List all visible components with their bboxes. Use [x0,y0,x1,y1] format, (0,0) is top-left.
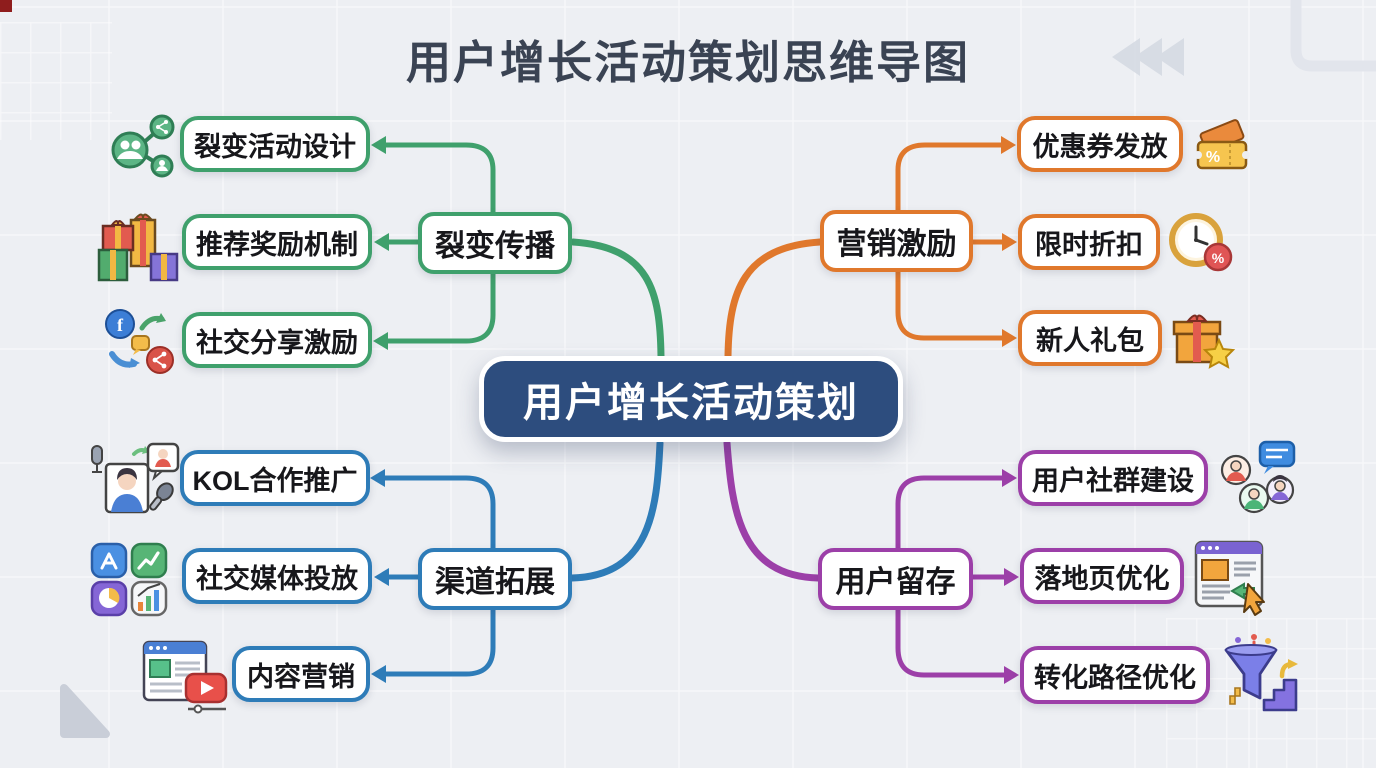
central-topic-label: 用户增长活动策划 [523,381,859,425]
coupon-tickets-icon: % [1194,119,1250,170]
branch-node-channel[interactable]: 渠道拓展 [418,548,572,610]
branch-label: 裂变传播 [435,230,555,263]
kol-broadcast-icon [91,442,180,514]
leaf-node-content-marketing[interactable]: 内容营销 [232,646,370,702]
landing-page-icon [1194,540,1265,616]
leaf-node-social-media-ads[interactable]: 社交媒体投放 [182,548,372,604]
leaf-node-referral-reward[interactable]: 推荐奖励机制 [182,214,372,270]
gift-boxes-icon [97,213,179,282]
arrowhead [371,136,386,154]
leaf-label: 裂变活动设计 [194,131,356,162]
leaf-label: 社交分享激励 [196,327,358,358]
content-video-icon [142,640,228,714]
leaf-node-fission-activity-design[interactable]: 裂变活动设计 [180,116,370,172]
corner-tiles-top-left [0,22,112,140]
arrowhead [1002,469,1017,487]
leaf-label: 限时折扣 [1035,229,1143,260]
leaf-node-newcomer-pack[interactable]: 新人礼包 [1018,310,1162,366]
app-tiles-icon [90,542,168,617]
leaf-label: 新人礼包 [1036,325,1144,356]
square-outline-decoration [1290,0,1376,72]
funnel-stairs-icon [1224,634,1298,712]
arrowhead [373,332,388,350]
leaf-node-coupon-distribution[interactable]: 优惠券发放 [1017,116,1183,172]
arrowhead [370,469,385,487]
red-corner-square [0,0,12,12]
connector-fission-child1 [381,142,496,215]
leaf-node-kol-promotion[interactable]: KOL合作推广 [180,450,370,506]
connector-retention-child3 [895,605,1009,678]
gift-star-icon [1172,314,1236,369]
svg-text:%: % [1206,149,1220,166]
arrowhead [374,233,389,251]
page-title: 用户增长活动策划思维导图 [405,37,970,88]
branch-node-fission[interactable]: 裂变传播 [418,212,572,274]
leaf-node-conversion-path-optimize[interactable]: 转化路径优化 [1020,646,1210,704]
connector-marketing-child3 [895,269,1007,341]
connector-retention-child1 [895,475,1008,551]
connector-center-channel [568,439,664,582]
central-topic-node[interactable]: 用户增长活动策划 [479,356,903,442]
svg-text:f: f [117,315,124,335]
svg-text:%: % [1212,250,1225,266]
gray-triangle-decoration [60,684,110,738]
leaf-label: 用户社群建设 [1032,465,1194,496]
connector-fission-child3 [383,269,496,344]
branch-label: 渠道拓展 [435,566,555,599]
connector-center-retention [723,439,822,582]
branch-node-marketing[interactable]: 营销激励 [820,210,973,272]
branch-label: 用户留存 [835,566,956,599]
leaf-node-landing-page-optimize[interactable]: 落地页优化 [1020,548,1184,604]
arrowhead [1002,233,1017,251]
arrowhead [1004,666,1019,684]
arrowhead [1004,568,1019,586]
leaf-label: 优惠券发放 [1032,131,1168,162]
leaf-label: 转化路径优化 [1034,662,1196,693]
leaf-label: 落地页优化 [1034,563,1170,594]
community-chat-icon [1220,440,1296,514]
arrowhead [1001,136,1016,154]
connector-marketing-child1 [895,142,1006,213]
leaf-label: 推荐奖励机制 [196,229,358,260]
branch-label: 营销激励 [836,228,957,261]
connector-center-fission [569,238,665,360]
leaf-node-social-share-incentive[interactable]: 社交分享激励 [182,312,372,368]
clock-discount-icon: % [1169,213,1233,272]
leaf-node-limited-discount[interactable]: 限时折扣 [1018,214,1160,270]
connector-channel-child3 [381,607,496,677]
connector-center-marketing [724,238,824,360]
chevrons-left-icon [1112,38,1184,76]
branch-node-retention[interactable]: 用户留存 [818,548,973,610]
arrowhead [371,665,386,683]
arrowhead [374,568,389,586]
arrowhead [1002,329,1017,347]
leaf-node-community-building[interactable]: 用户社群建设 [1018,450,1208,506]
leaf-label: KOL合作推广 [192,465,358,496]
leaf-label: 内容营销 [247,661,355,692]
share-network-icon [111,114,175,178]
connector-channel-child1 [380,475,496,551]
social-share-icon: f [105,309,174,374]
leaf-label: 社交媒体投放 [196,563,358,594]
